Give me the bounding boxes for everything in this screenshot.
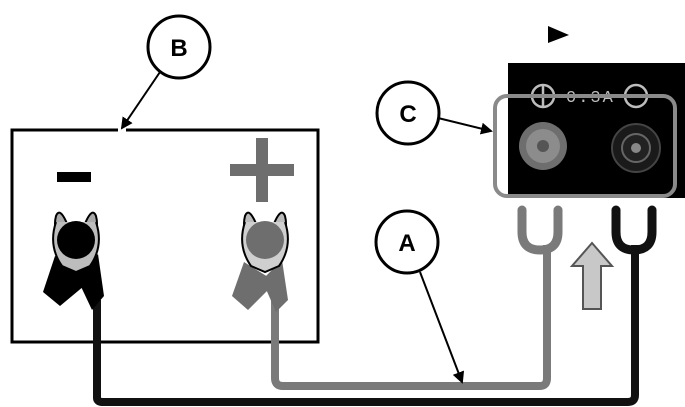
negative-ring-connector [611, 205, 657, 255]
callout-a: A [374, 209, 465, 384]
negative-cable [93, 245, 639, 406]
negative-clamp [43, 211, 104, 310]
battery-outline [10, 128, 320, 344]
positive-ring-connector [517, 205, 563, 255]
callout-a-label: A [398, 230, 415, 257]
terminal-highlight-box [493, 94, 677, 198]
callout-c: C [375, 80, 493, 146]
charger-positive-terminal [519, 122, 567, 170]
battery-negative-sign [57, 172, 91, 182]
positive-cable [271, 245, 551, 390]
charger-panel: 0.3A [493, 63, 685, 198]
positive-clamp [232, 211, 289, 312]
battery-positive-sign [230, 138, 294, 202]
play-triangle-icon [548, 26, 569, 43]
insertion-arrow-icon [569, 241, 615, 310]
callout-b: B [120, 14, 212, 130]
callout-c-label: C [399, 101, 416, 128]
callout-b-label: B [170, 35, 187, 62]
charger-negative-terminal [611, 123, 661, 173]
charger-rating-label: 0.3A [566, 89, 615, 108]
